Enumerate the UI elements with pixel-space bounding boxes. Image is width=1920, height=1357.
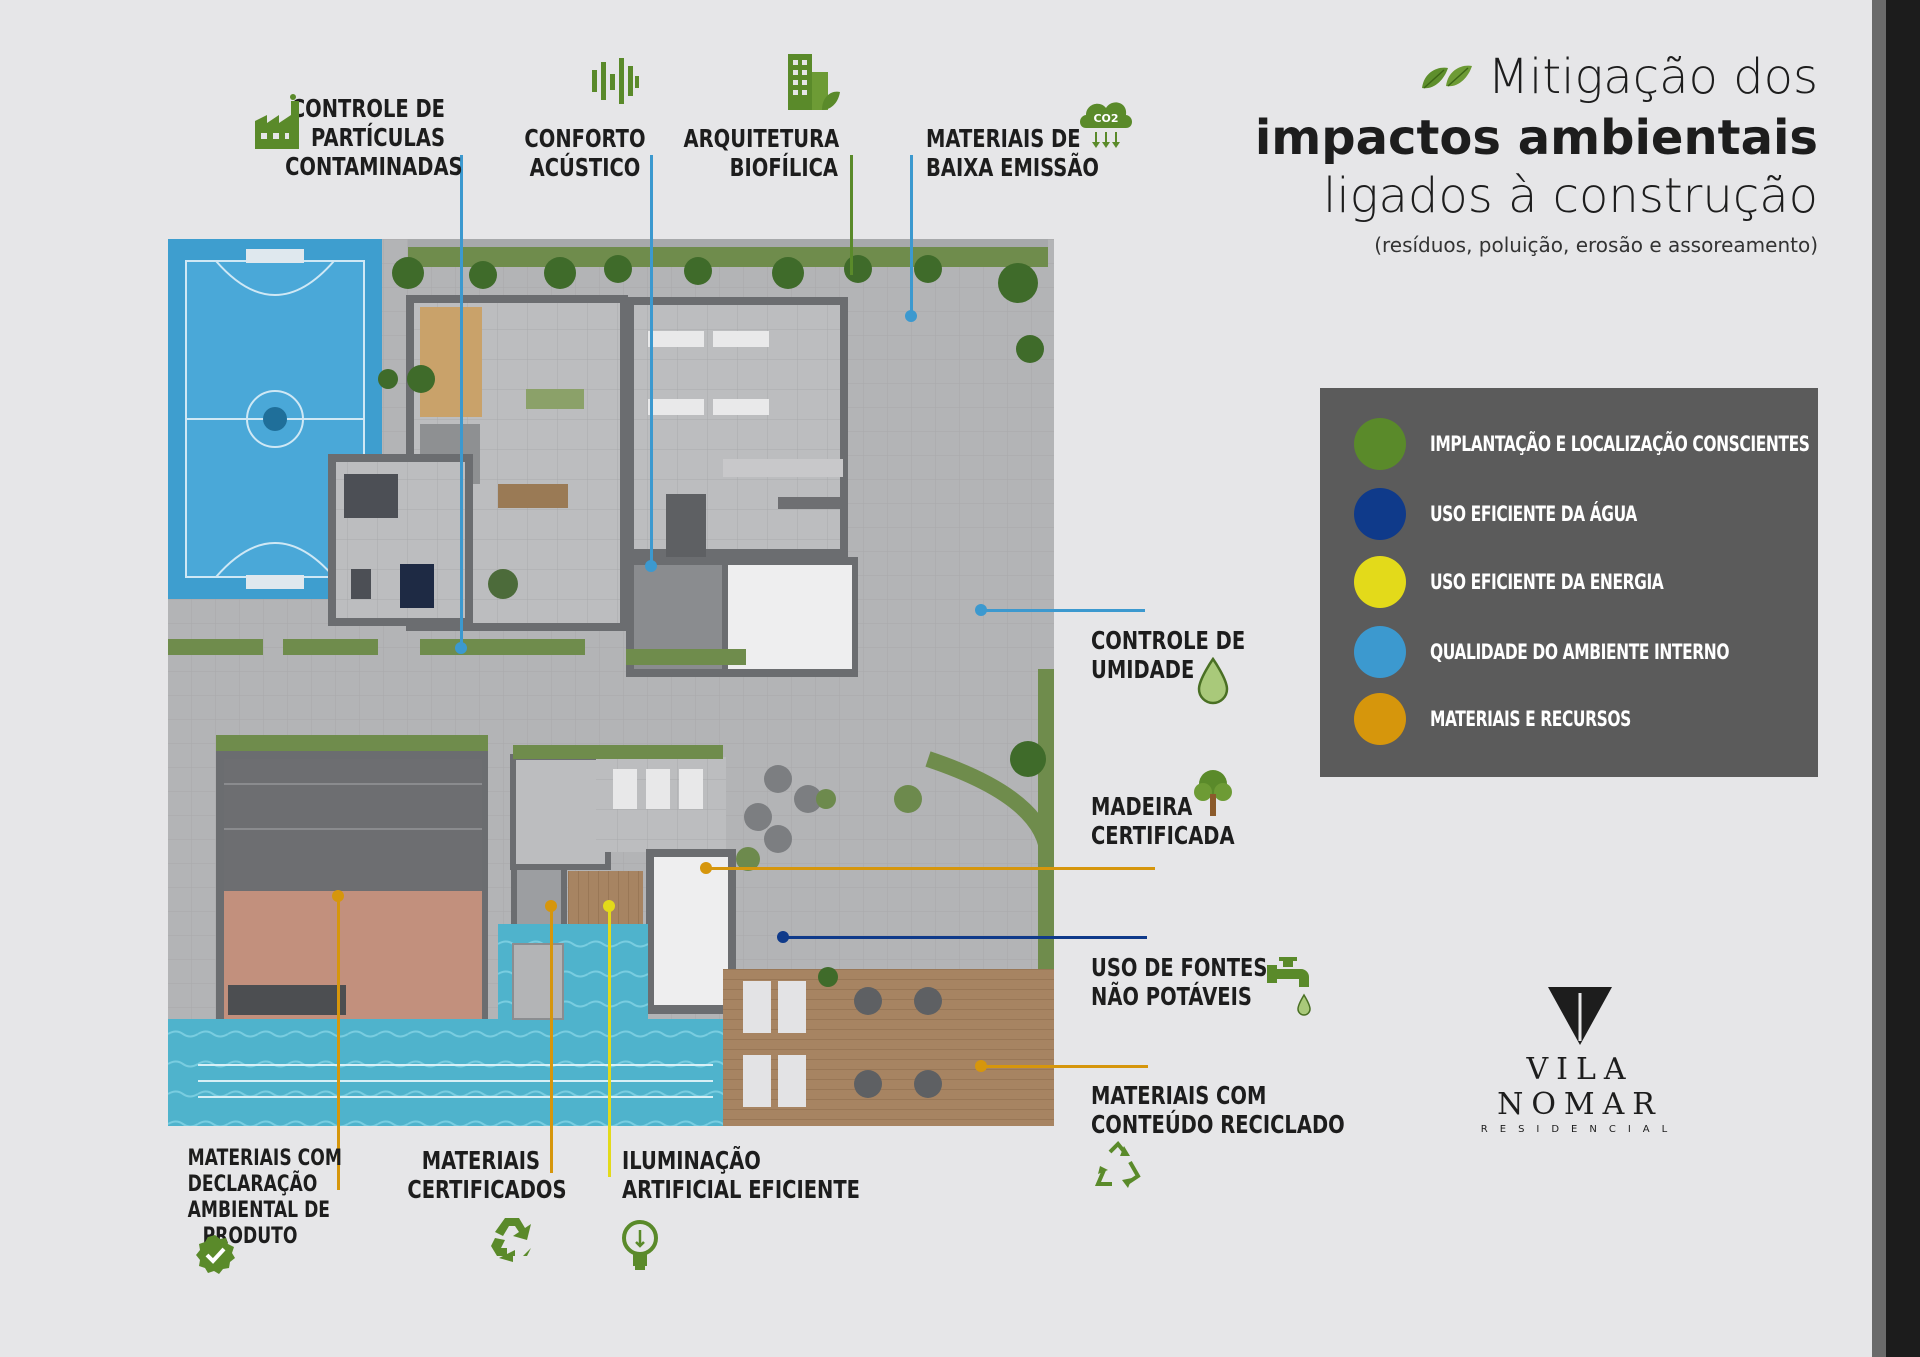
legend-box: IMPLANTAÇÃO E LOCALIZAÇÃO CONSCIENTES US… [1320,388,1818,777]
legend-dot [1354,693,1406,745]
label-particulas: CONTROLE DE PARTÍCULAS CONTAMINADAS [285,94,463,181]
legend-label: MATERIAIS E RECURSOS [1430,707,1631,731]
legend-dot [1354,556,1406,608]
water-drop-icon [1196,656,1230,712]
pointer-dot-reciclado [975,1060,987,1072]
legend-item-ambiente: QUALIDADE DO AMBIENTE INTERNO [1354,626,1795,678]
pointer-line-reciclado [980,1065,1148,1068]
label-declaracao: MATERIAIS COM DECLARAÇÃO AMBIENTAL DE PR… [187,1146,342,1249]
pointer-line-emissao [910,155,913,315]
legend-label: IMPLANTAÇÃO E LOCALIZAÇÃO CONSCIENTES [1430,432,1810,456]
green-building-icon [784,52,842,119]
pointer-line-madeira [705,867,1155,870]
legend-dot [1354,488,1406,540]
legend-label: USO EFICIENTE DA ÁGUA [1430,502,1637,526]
pointer-dot-madeira [700,862,712,874]
pointer-line-certificados [550,905,553,1173]
pointer-dot-certificados [545,900,557,912]
co2-text: CO2 [1093,112,1118,125]
title-text-1: Mitigação dos [1487,49,1818,105]
factory-icon [253,93,301,156]
legend-label: USO EFICIENTE DA ENERGIA [1430,570,1664,594]
legend-label: QUALIDADE DO AMBIENTE INTERNO [1430,640,1730,664]
pointer-line-particulas [460,155,463,647]
recycle-icon-outline [1090,1140,1146,1197]
pointer-dot-umidade [975,604,987,616]
legend-item-energia: USO EFICIENTE DA ENERGIA [1354,556,1715,608]
co2-cloud-icon: CO2 [1076,88,1136,155]
legend-dot [1354,626,1406,678]
pointer-dot-fontes [777,931,789,943]
label-acustico: CONFORTO ACÚSTICO [524,124,646,182]
pointer-line-declaracao [337,895,340,1190]
pointer-line-iluminacao [608,905,611,1177]
light-bulb-icon [620,1220,660,1277]
tree-icon [1193,768,1233,823]
sound-wave-icon [590,56,640,111]
brand-logo: VILA NOMAR RESIDENCIAL [1450,985,1710,1135]
pointer-line-umidade [980,609,1145,612]
label-madeira: MADEIRA CERTIFICADA [1091,792,1235,850]
logo-sub: RESIDENCIAL [1480,1124,1680,1135]
label-umidade: CONTROLE DE UMIDADE [1091,626,1246,684]
label-emissao: MATERIAIS DE BAIXA EMISSÃO [926,124,1099,182]
label-iluminacao: ILUMINAÇÃO ARTIFICIAL EFICIENTE [622,1146,860,1204]
label-reciclado: MATERIAIS COM CONTEÚDO RECICLADO [1091,1081,1345,1139]
pointer-dot-iluminacao [603,900,615,912]
logo-mark-icon [1548,987,1612,1045]
title-line-1: Mitigação dos [1255,48,1818,109]
pointer-dot-acustico [645,560,657,572]
legend-item-agua: USO EFICIENTE DA ÁGUA [1354,488,1682,540]
pointer-dot-emissao [905,310,917,322]
right-edge-stripe [1872,0,1886,1357]
title-block: Mitigação dos impactos ambientais ligado… [1255,48,1818,265]
title-line-2: impactos ambientais [1254,110,1818,166]
label-certificados: MATERIAIS CERTIFICADOS [407,1146,567,1204]
subtitle: (resíduos, poluição, erosão e assoreamen… [1374,233,1818,257]
label-biofilica: ARQUITETURA BIOFÍLICA [683,124,840,182]
leaf-icon [1418,51,1474,109]
faucet-icon [1265,955,1315,1032]
logo-name: VILA NOMAR [1497,1052,1663,1122]
label-fontes: USO DE FONTES NÃO POTÁVEIS [1091,953,1268,1011]
pointer-line-acustico [650,155,653,565]
site-plan [168,239,1054,1126]
recycle-icon [489,1214,539,1267]
legend-item-implantacao: IMPLANTAÇÃO E LOCALIZAÇÃO CONSCIENTES [1354,418,1893,470]
pointer-dot-particulas [455,642,467,654]
pointer-line-fontes [782,936,1147,939]
verified-badge-icon [193,1233,237,1282]
title-line-3: ligados à construção [1323,168,1818,224]
legend-dot [1354,418,1406,470]
site-plan-drawing [168,239,1054,1126]
legend-item-materiais: MATERIAIS E RECURSOS [1354,693,1675,745]
pointer-line-biofilica [850,155,853,275]
pointer-dot-declaracao [332,890,344,902]
